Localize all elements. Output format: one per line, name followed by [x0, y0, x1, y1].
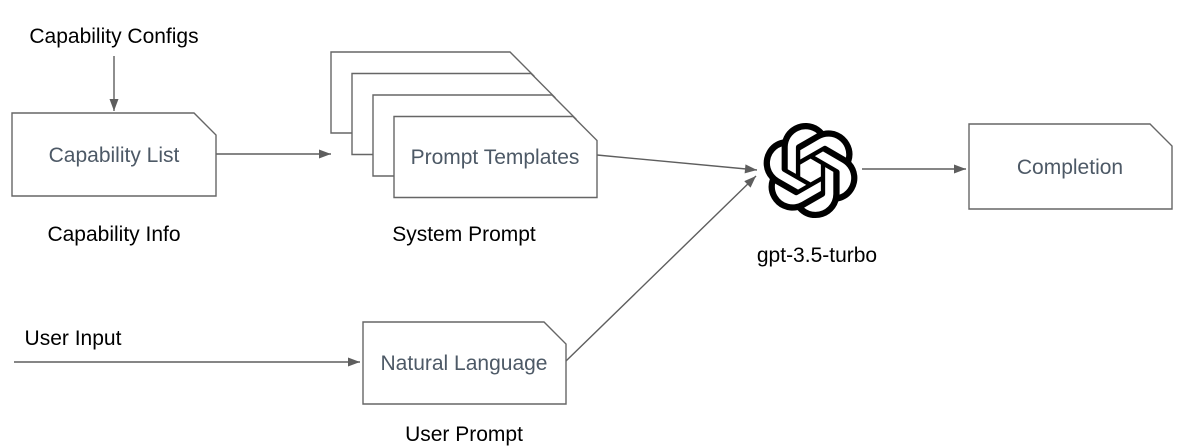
capability-list-label: Capability List — [49, 144, 180, 167]
natural-language-label: Natural Language — [381, 352, 548, 375]
completion-label: Completion — [1017, 156, 1123, 179]
openai-logo-path — [763, 123, 858, 219]
edge-natural-language-to-model — [565, 175, 757, 362]
prompt-templates-stack: Prompt Templates — [330, 51, 598, 199]
capability-list-shape — [11, 112, 217, 197]
completion-node: Completion — [968, 123, 1173, 210]
capability-configs-label: Capability Configs — [29, 25, 198, 48]
user-prompt-label: User Prompt — [405, 423, 523, 446]
prompt-templates-card-front — [393, 115, 598, 199]
completion-shape — [968, 123, 1173, 210]
user-input-label: User Input — [25, 327, 122, 350]
model-name-label: gpt-3.5-turbo — [757, 244, 877, 267]
prompt-templates-label: Prompt Templates — [411, 146, 580, 169]
capability-list-node: Capability List — [11, 112, 217, 197]
capability-info-label: Capability Info — [47, 223, 180, 246]
natural-language-node: Natural Language — [362, 321, 567, 405]
natural-language-shape — [362, 321, 567, 405]
system-prompt-label: System Prompt — [392, 223, 536, 246]
openai-logo-icon — [763, 123, 858, 219]
edge-templates-to-model — [596, 154, 758, 174]
